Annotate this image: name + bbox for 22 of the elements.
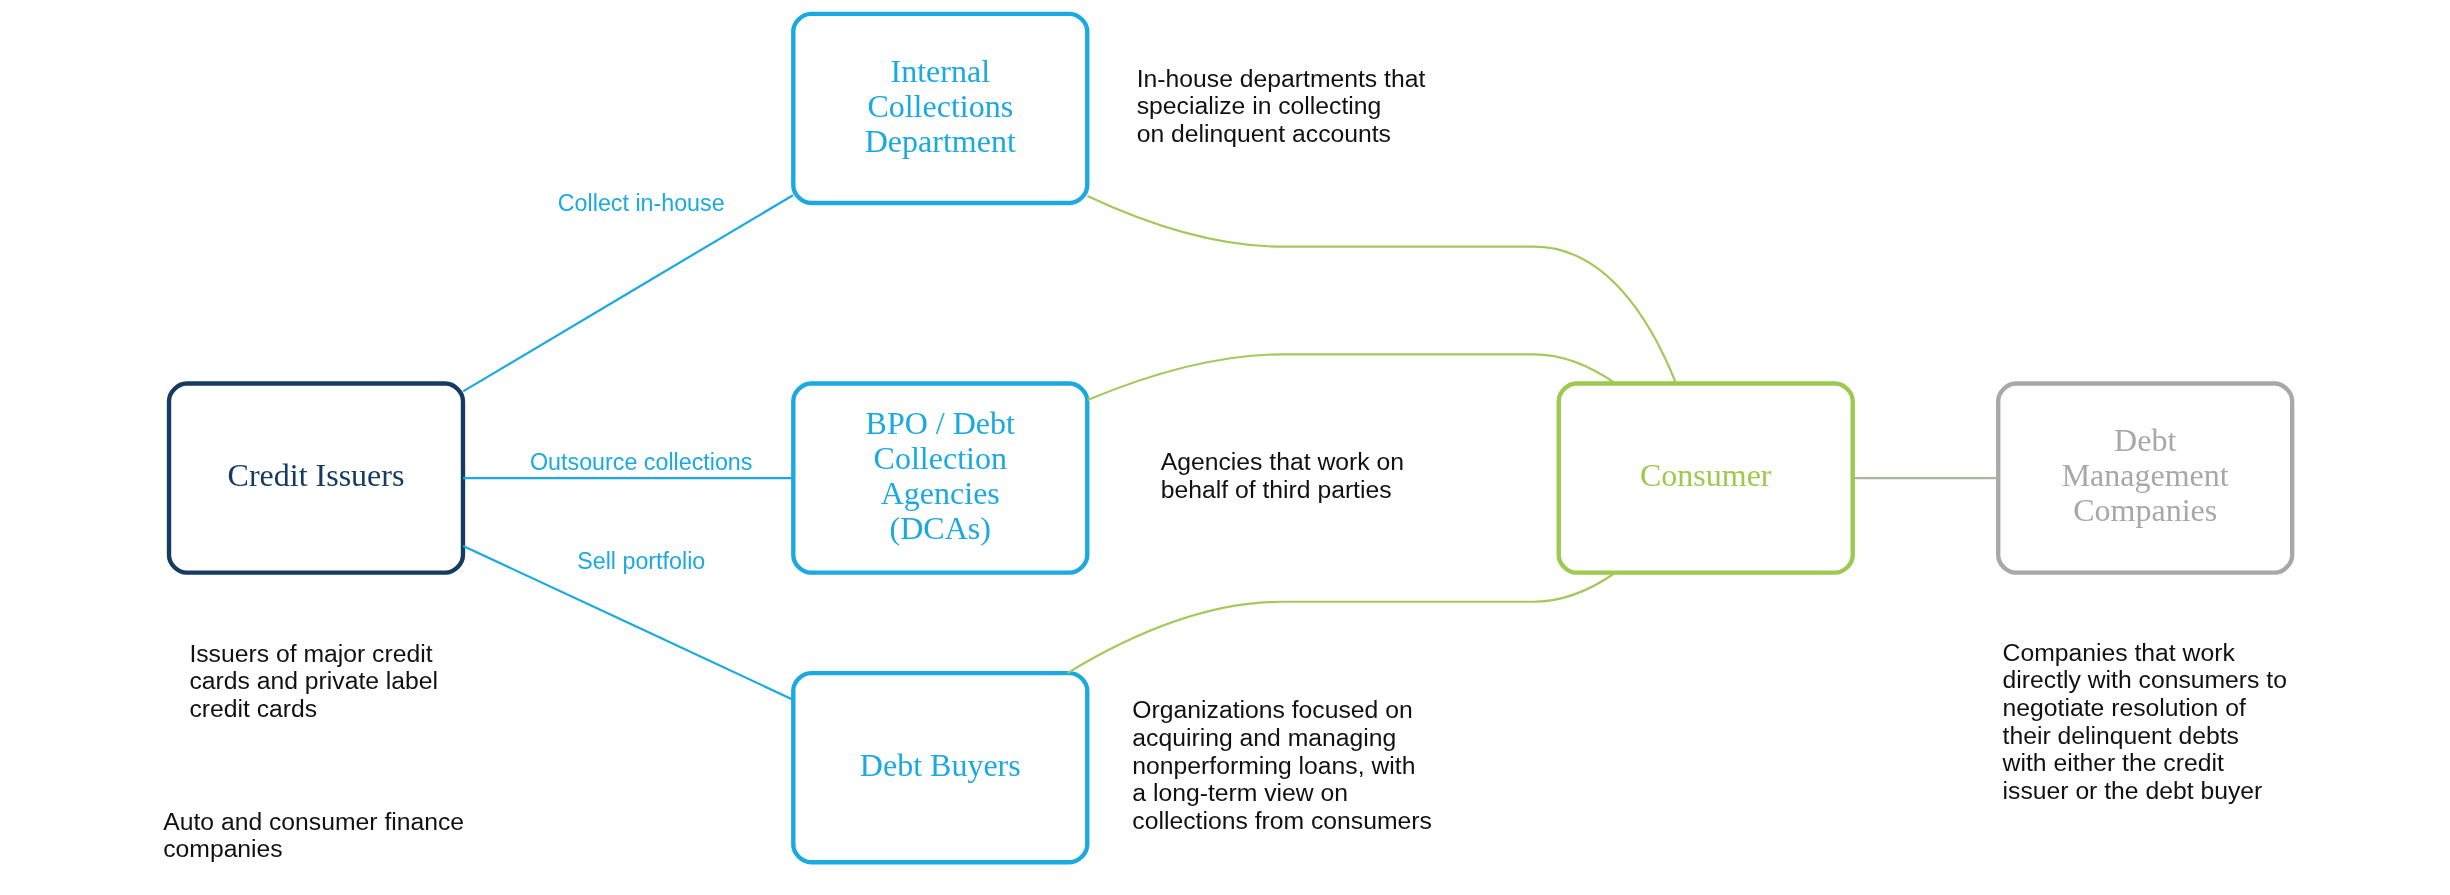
node-box: Consumer — [1556, 381, 1855, 575]
connector — [462, 544, 793, 701]
node-label: In-house departments that specialize in collecting on delinquent accounts — [1136, 64, 1425, 148]
connector — [1066, 571, 1616, 674]
node-label: Agencies that work on behalf of third parties — [1160, 448, 1404, 503]
node-box: Debt Management Companies — [1995, 381, 2294, 575]
connector — [1086, 195, 1677, 384]
node-label: Issuers of major credit cards and private label credit cards — [188, 639, 438, 722]
connector — [462, 194, 794, 393]
edge-label: Collect in-house — [557, 190, 725, 217]
connector — [1086, 353, 1616, 402]
edge-label: Outsource collections — [529, 449, 752, 476]
connector — [1852, 476, 1998, 480]
node-label: Companies that work directly with consumers to negotiate resolution of their delinquent debts with either the credit issuer or the debt buyer — [2002, 638, 2287, 805]
node-label: Auto and consumer finance companies — [162, 807, 464, 863]
connector — [462, 476, 793, 480]
node-label: Organizations focused on acquiring and managing nonperforming loans, with a long-term view on collections from consumers — [1131, 696, 1432, 834]
node-box: Credit Issuers — [166, 381, 465, 575]
node-box: Debt Buyers — [790, 670, 1089, 865]
node-box: Internal Collections Department — [790, 11, 1089, 206]
node-box: BPO / Debt Collection Agencies (DCAs) — [790, 381, 1089, 575]
edge-label: Sell portfolio — [576, 548, 705, 575]
